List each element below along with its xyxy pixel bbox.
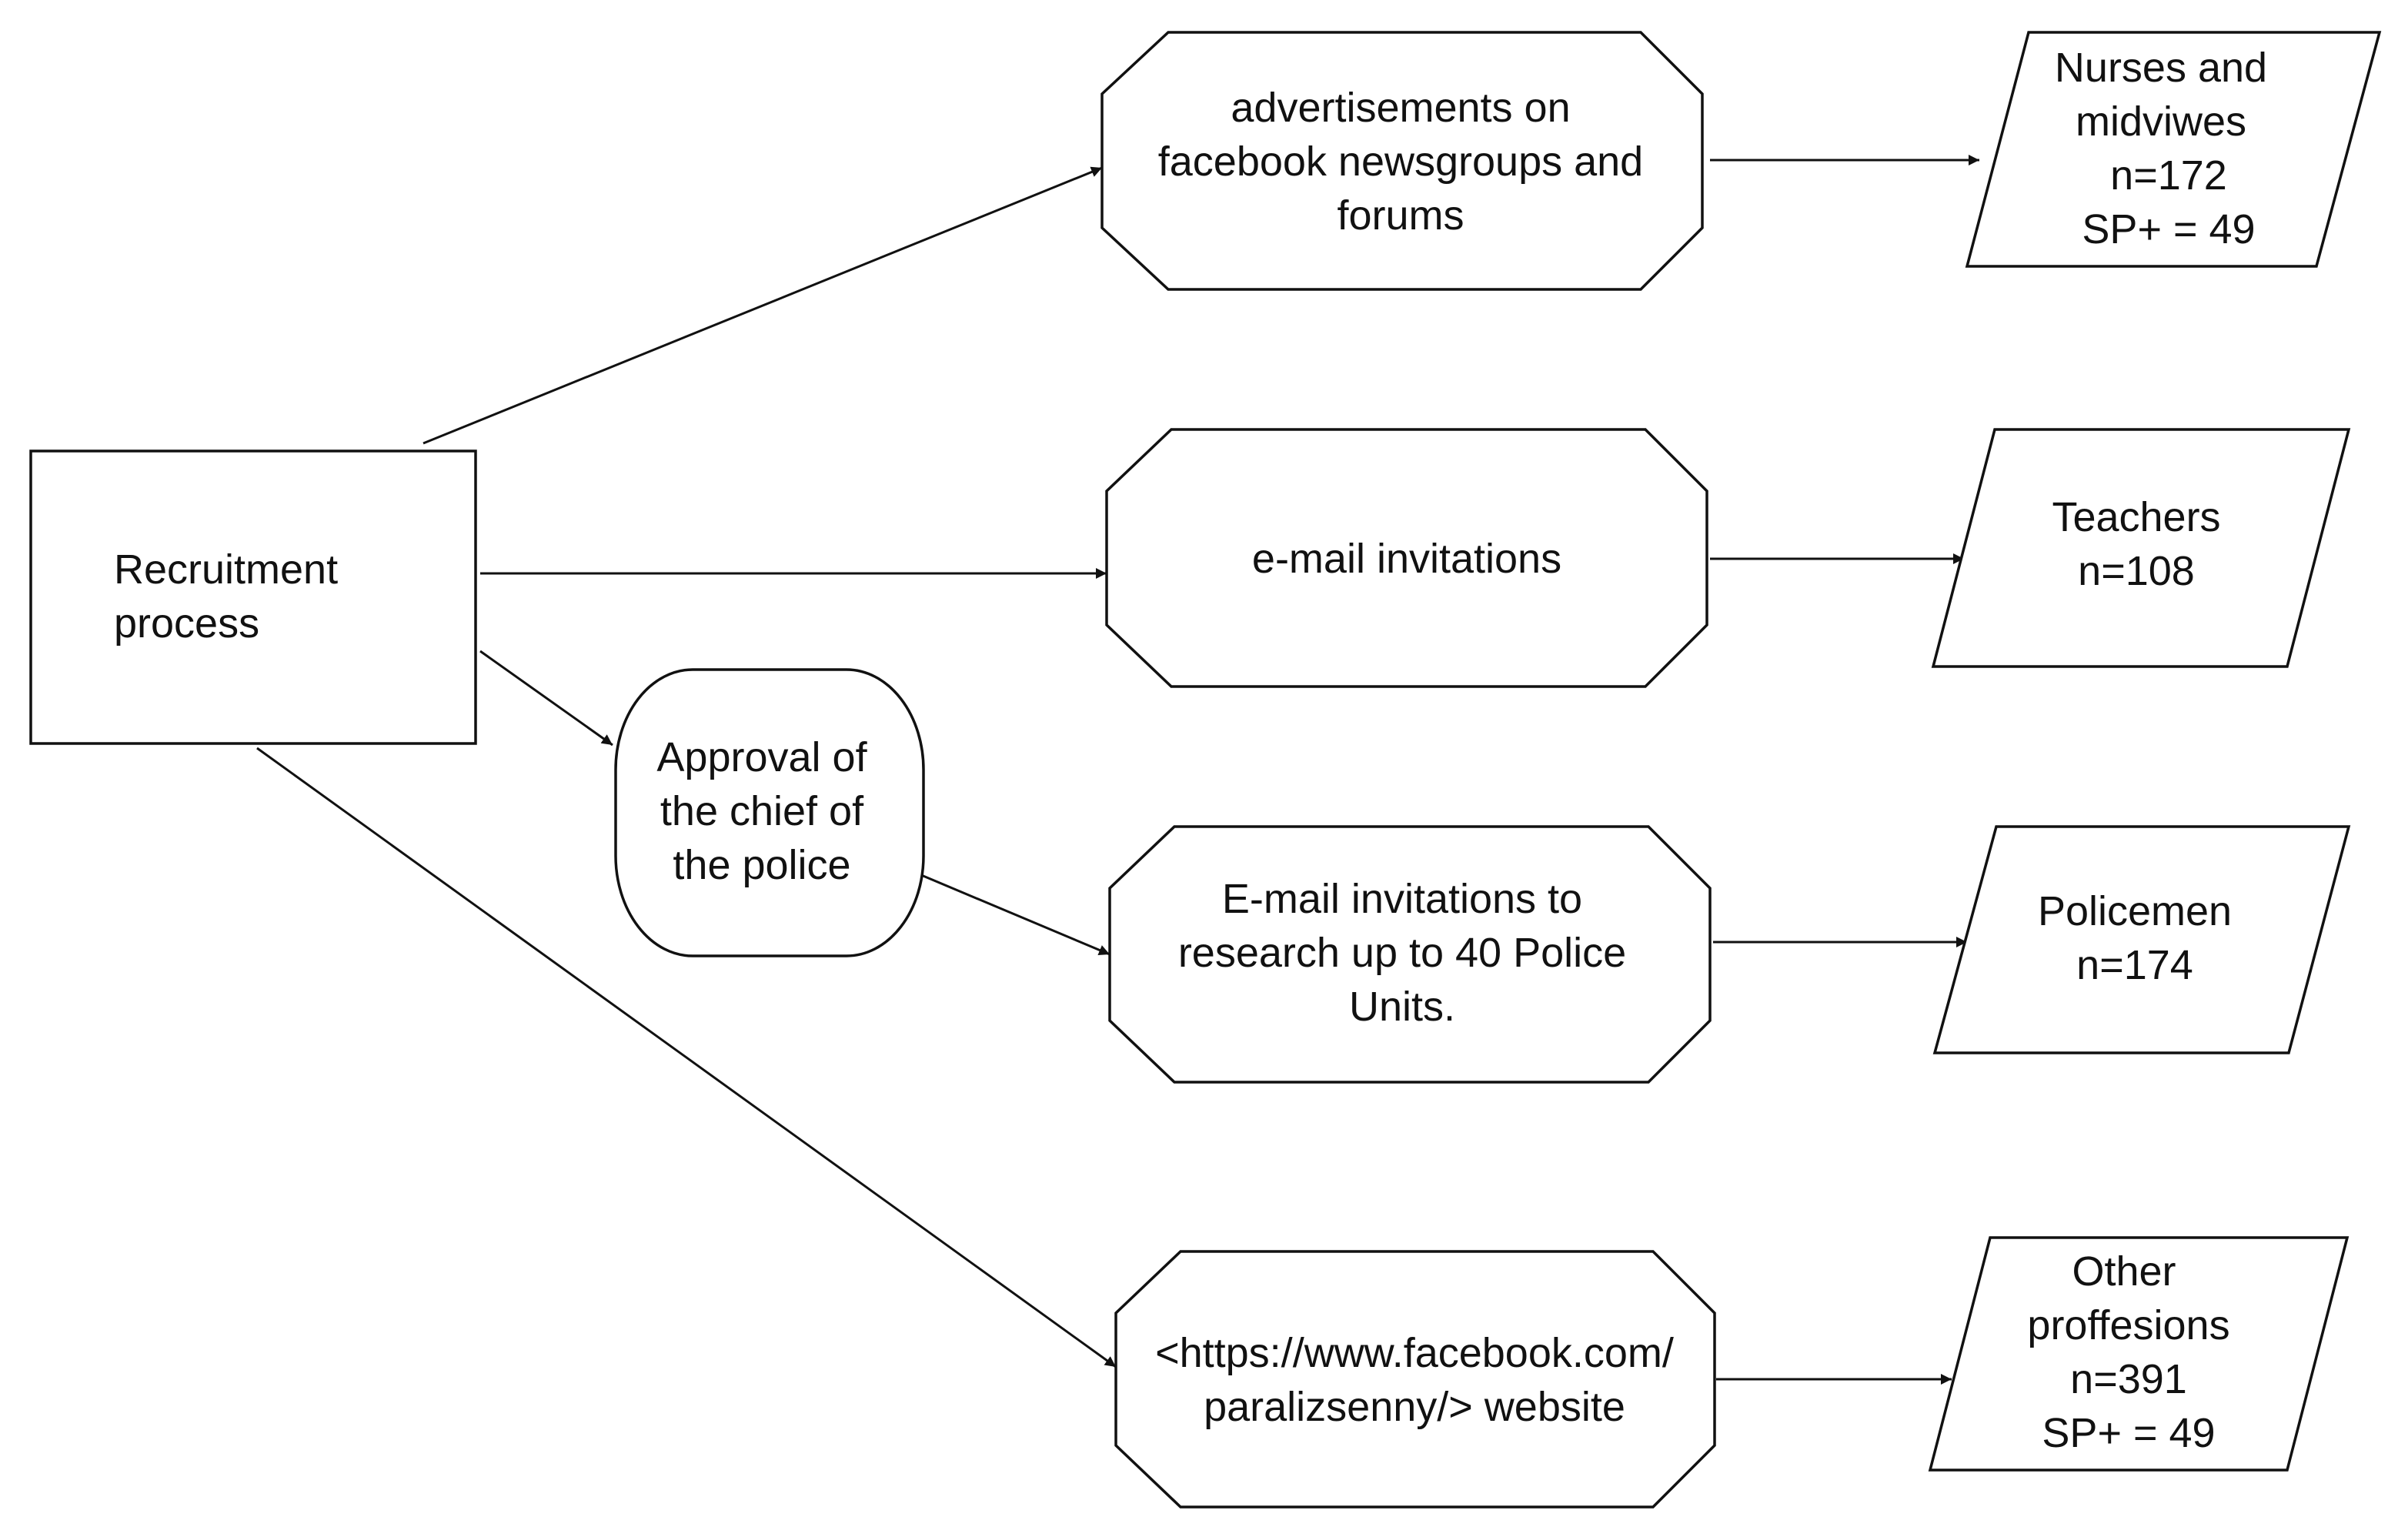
group-other-line-4: SP+ = 49	[2042, 1410, 2215, 1456]
group-nurses-line-1: Nurses and	[2055, 45, 2267, 91]
approval-line-2: the chief of	[660, 788, 864, 834]
group-policemen-line-2: n=174	[2076, 942, 2193, 988]
group-other-line-2: proffesions	[2027, 1302, 2229, 1348]
channel-police-units-node: E-mail invitations to research up to 40 …	[1108, 825, 1712, 1084]
group-nurses-midwives-node: Nurses and midviwes n=172 SP+ = 49	[1965, 31, 2382, 268]
group-nurses-line-3: n=172	[2110, 152, 2227, 199]
channel-website-line-1: <https://www.facebook.com/	[1155, 1330, 1674, 1376]
group-nurses-line-4: SP+ = 49	[2082, 206, 2255, 252]
connectors	[256, 155, 1979, 1385]
group-policemen-line-1: Policemen	[2038, 888, 2232, 934]
group-teachers-line-2: n=108	[2078, 548, 2195, 594]
approval-line-3: the police	[673, 842, 850, 888]
group-teachers-node: Teachers n=108	[1931, 428, 2351, 668]
recruitment-process-line-1: Recruitment	[114, 546, 338, 593]
approval-line-1: Approval of	[656, 734, 867, 780]
recruitment-process-node: Recruitment process	[29, 449, 477, 745]
channel-police-line-1: E-mail invitations to	[1222, 876, 1582, 922]
group-policemen-node: Policemen n=174	[1932, 825, 2351, 1054]
police-chief-approval-node: Approval of the chief of the police	[614, 668, 925, 957]
group-teachers-line-1: Teachers	[2052, 494, 2220, 540]
channel-email-invitations-node: e-mail invitations	[1105, 428, 1708, 688]
recruitment-process-line-2: process	[114, 600, 259, 647]
group-nurses-line-2: midviwes	[2076, 99, 2246, 145]
edge-start-to-ads	[422, 166, 1103, 445]
group-other-line-3: n=391	[2070, 1356, 2187, 1402]
channel-police-line-3: Units.	[1349, 984, 1455, 1030]
edge-start-to-approval	[479, 650, 613, 747]
channel-ads-line-1: advertisements on	[1231, 85, 1570, 131]
channel-ads-line-3: forums	[1337, 192, 1464, 239]
channel-email-line-1: e-mail invitations	[1252, 536, 1561, 582]
channel-police-line-2: research up to 40 Police	[1178, 930, 1626, 976]
channel-facebook-ads-node: advertisements on facebook newsgroups an…	[1100, 31, 1704, 291]
group-other-professions-node: Other proffesions n=391 SP+ = 49	[1928, 1236, 2350, 1472]
edge-start-to-website	[256, 747, 1117, 1368]
channel-ads-line-2: facebook newsgroups and	[1158, 139, 1643, 185]
channel-website-line-2: paralizsenny/> website	[1204, 1384, 1625, 1430]
group-other-line-1: Other	[2072, 1248, 2176, 1295]
edge-approval-to-police-email	[915, 871, 1110, 956]
channel-facebook-website-node: <https://www.facebook.com/ paralizsenny/…	[1114, 1250, 1716, 1509]
